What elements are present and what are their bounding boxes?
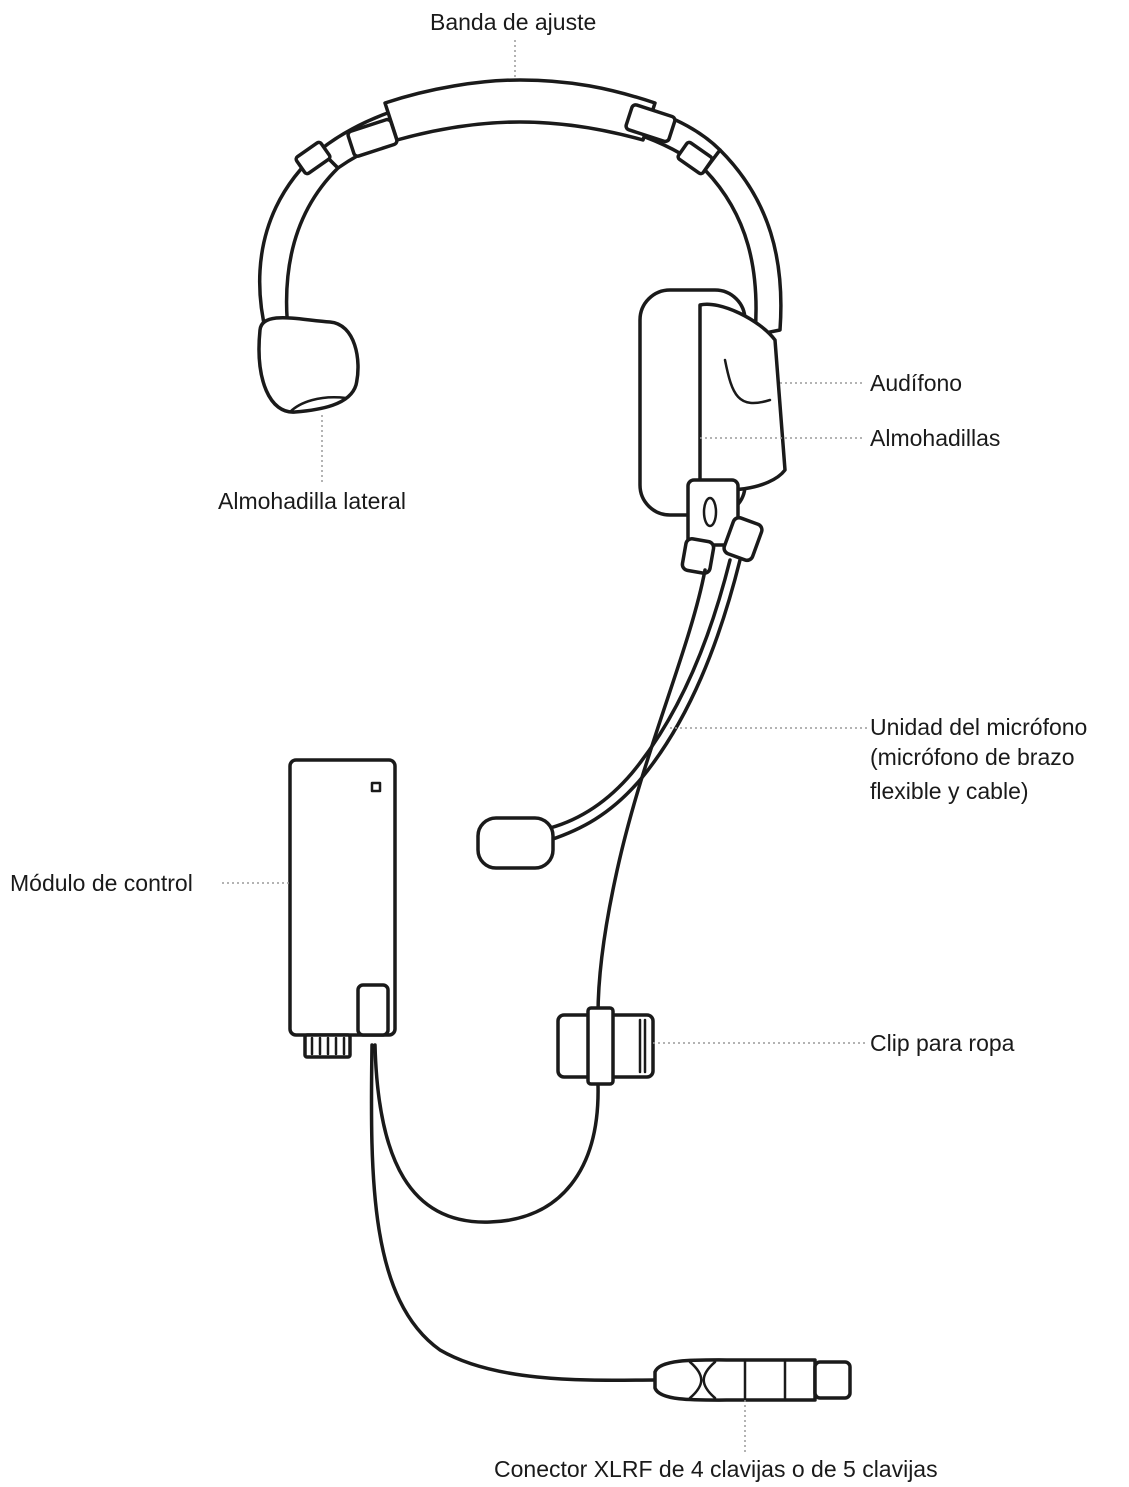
leader-lines bbox=[222, 40, 868, 1452]
control-module-drawing bbox=[288, 758, 397, 1059]
mic-unit-label-line2: (micrófono de brazo bbox=[870, 744, 1075, 770]
cable-to-clip bbox=[596, 568, 707, 1017]
earcup-drawing bbox=[638, 288, 787, 575]
cushions-label: Almohadillas bbox=[870, 425, 1001, 451]
mic-unit-label-line3: flexible y cable) bbox=[870, 778, 1029, 804]
connector-label: Conector XLRF de 4 clavijas o de 5 clavi… bbox=[494, 1456, 938, 1482]
xlr-connector-drawing bbox=[653, 1358, 852, 1402]
cable-clip-to-module bbox=[373, 1043, 600, 1224]
side-pad-drawing bbox=[257, 316, 360, 414]
headband-drawing bbox=[257, 78, 783, 397]
mic-unit-label-line1: Unidad del micrófono bbox=[870, 714, 1088, 740]
clip-drawing bbox=[556, 1006, 655, 1086]
clip-label: Clip para ropa bbox=[870, 1030, 1015, 1056]
boom-mic-drawing bbox=[476, 558, 742, 870]
control-module-label: Módulo de control bbox=[10, 870, 193, 896]
earcup-label: Audífono bbox=[870, 370, 963, 396]
side-pad-label: Almohadilla lateral bbox=[218, 488, 406, 514]
cable-module-to-connector bbox=[369, 1043, 657, 1382]
headband-label: Banda de ajuste bbox=[430, 9, 597, 35]
